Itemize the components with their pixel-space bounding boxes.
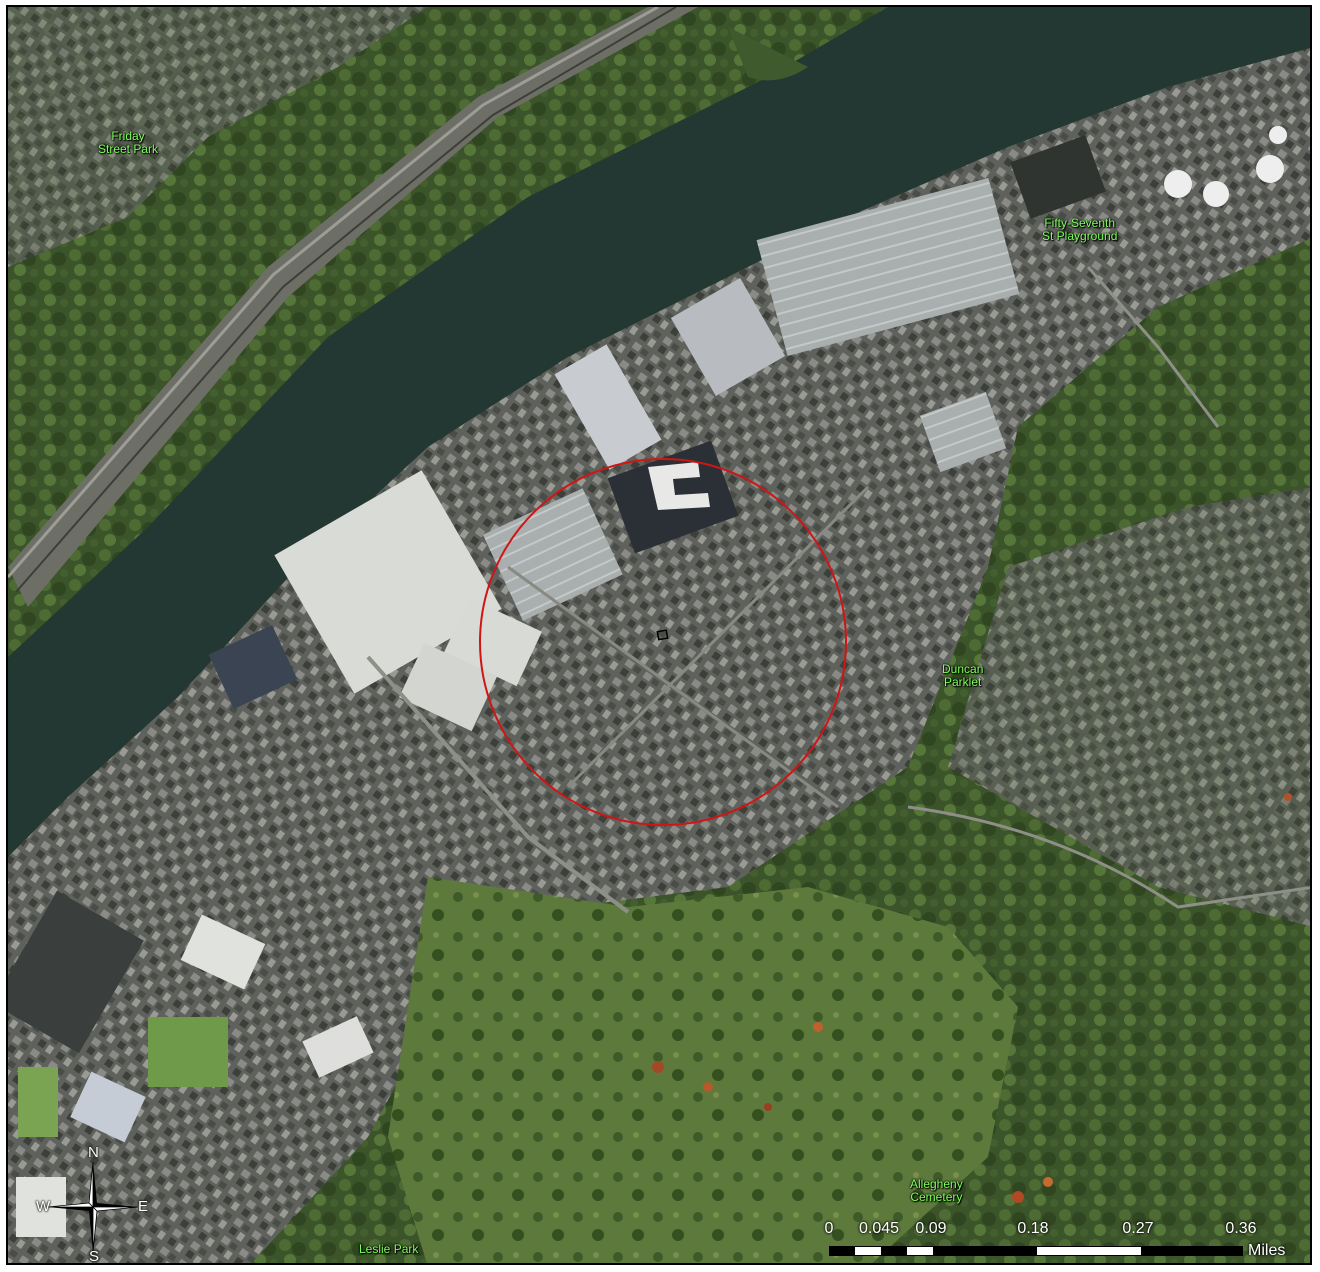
study-area-circle — [479, 458, 847, 826]
scale-tick-label: 0.09 — [915, 1220, 947, 1237]
label-line: St Playground — [1042, 229, 1118, 243]
scale-tick-label: 0.18 — [1017, 1220, 1049, 1237]
label-line: Duncan — [942, 662, 984, 676]
aerial-map[interactable]: Friday Street Park Fifty-Seventh St Play… — [6, 5, 1312, 1265]
scale-unit-label: Miles — [1248, 1242, 1286, 1259]
compass-rose-icon — [47, 1161, 139, 1253]
scale-bar: 0 0.045 0.09 0.18 0.27 0.36 Miles — [823, 1220, 1308, 1262]
scale-bar-graphic — [829, 1246, 1243, 1256]
label-line: Cemetery — [910, 1190, 963, 1204]
north-arrow: N S E W — [36, 1144, 149, 1265]
compass-e: E — [138, 1198, 149, 1215]
place-label-duncan-parklet: Duncan Parklet — [942, 663, 983, 689]
scale-tick-label: 0.27 — [1122, 1220, 1154, 1237]
label-line: Fifty-Seventh — [1044, 216, 1116, 230]
aerial-imagery — [8, 7, 1310, 1263]
scale-tick-label: 0 — [824, 1220, 834, 1237]
compass-s: S — [89, 1248, 100, 1265]
compass-n: N — [88, 1144, 99, 1161]
label-line: Street Park — [98, 142, 159, 156]
place-label-allegheny-cemetery: Allegheny Cemetery — [910, 1178, 963, 1204]
place-label-leslie-park: Leslie Park — [359, 1243, 418, 1256]
place-label-fifty-seventh-st-playground: Fifty-Seventh St Playground — [1042, 217, 1117, 243]
label-line: Friday — [111, 129, 145, 143]
label-line: Allegheny — [910, 1177, 963, 1191]
label-line: Leslie Park — [359, 1242, 419, 1256]
scale-tick-label: 0.36 — [1225, 1220, 1257, 1237]
label-line: Parklet — [944, 675, 982, 689]
compass-w: W — [36, 1198, 51, 1215]
site-marker — [656, 629, 669, 641]
place-label-friday-street-park: Friday Street Park — [98, 130, 158, 156]
scale-tick-label: 0.045 — [858, 1220, 900, 1237]
